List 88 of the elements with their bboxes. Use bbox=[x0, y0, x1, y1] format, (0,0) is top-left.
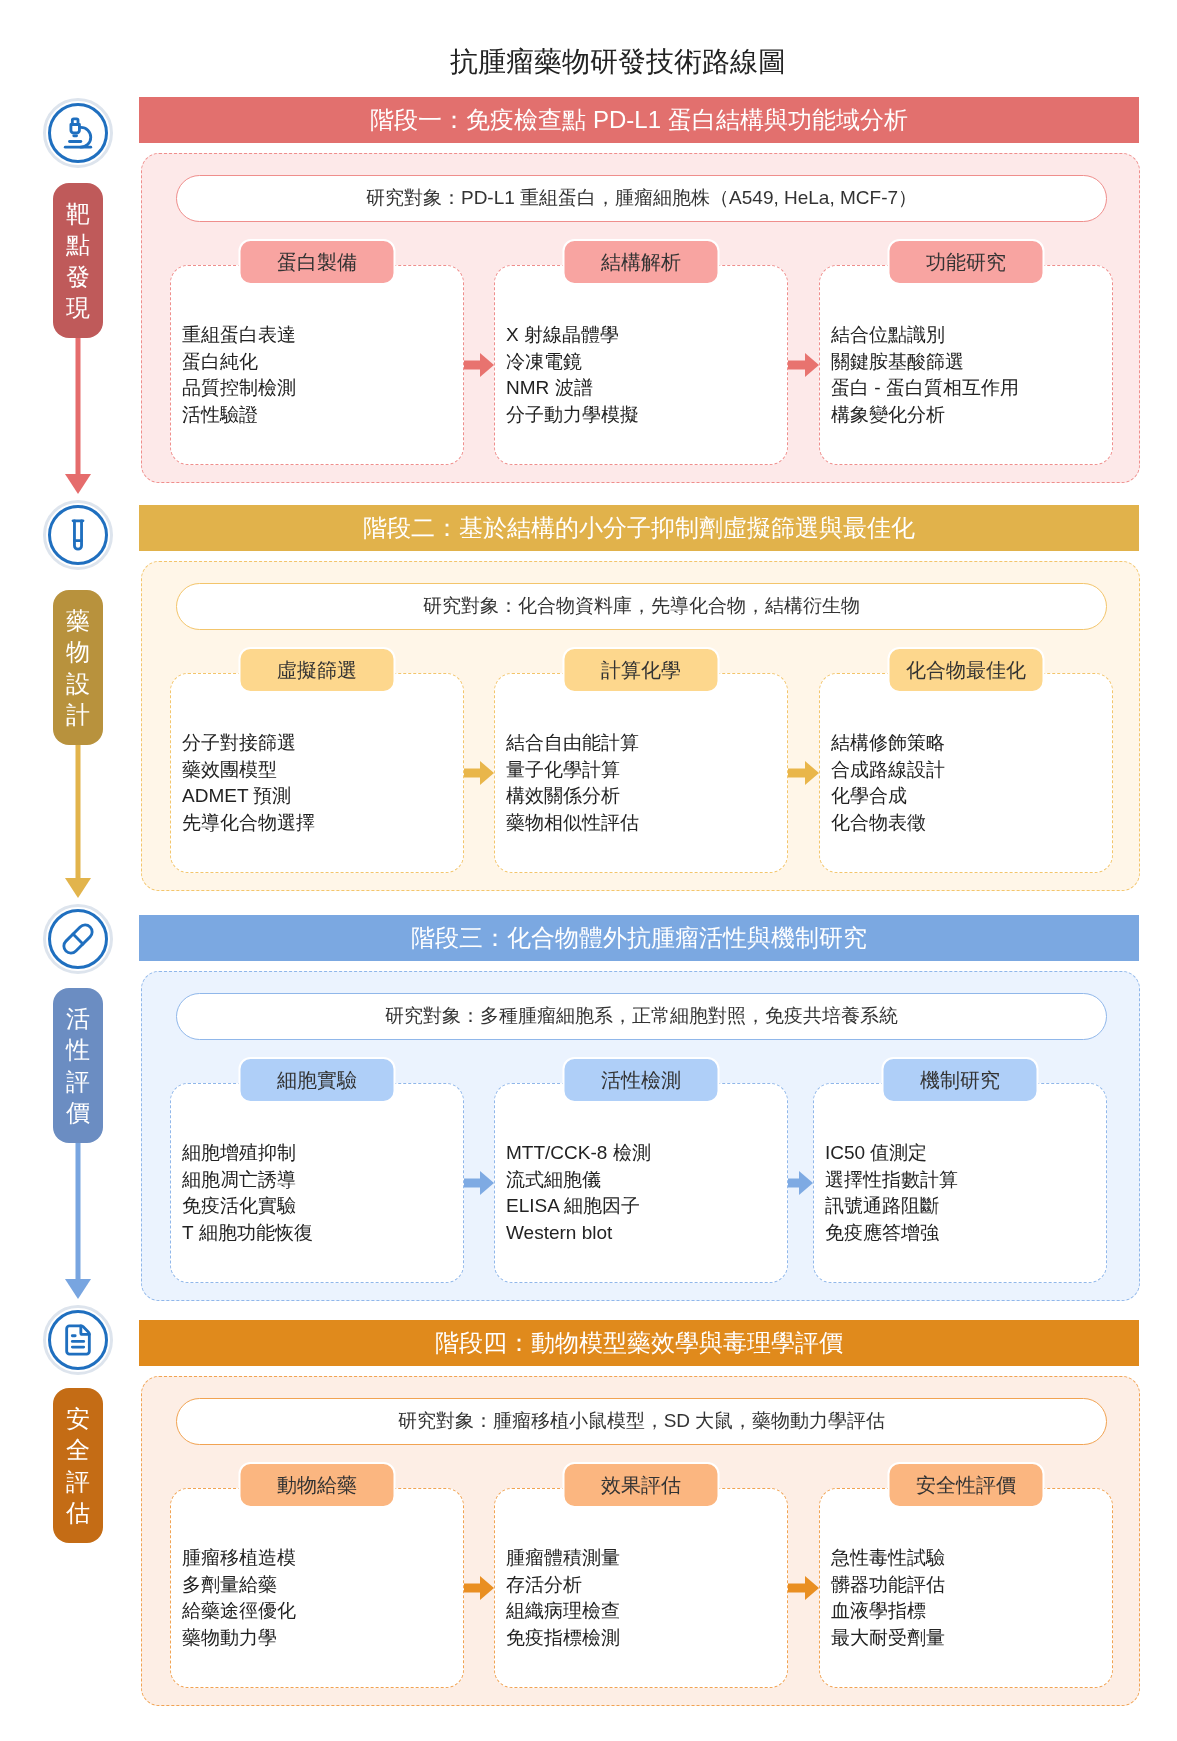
step-item: 構效關係分析 bbox=[506, 784, 620, 808]
step-item: ADMET 預測 bbox=[182, 784, 292, 808]
step-item: 品質控制檢測 bbox=[182, 376, 296, 400]
stage-header: 階段一：免疫檢查點 PD-L1 蛋白結構與功能域分析 bbox=[139, 97, 1139, 143]
step-item: 最大耐受劑量 bbox=[831, 1625, 945, 1650]
step-item: 腫瘤移植造模 bbox=[182, 1546, 296, 1570]
step-item: 流式細胞儀 bbox=[506, 1167, 601, 1192]
step-item: 蛋白純化 bbox=[182, 349, 258, 374]
arrow bbox=[788, 1576, 819, 1600]
step-item: ELISA 細胞因子 bbox=[506, 1194, 641, 1218]
step-item: T 細胞功能恢復 bbox=[182, 1220, 313, 1245]
step-item: 結合自由能計算 bbox=[506, 731, 639, 755]
step-item: 合成路線設計 bbox=[831, 757, 945, 782]
step-item: 細胞增殖抑制 bbox=[182, 1141, 296, 1165]
step-item: 構象變化分析 bbox=[831, 402, 945, 427]
step-item: 藥物相似性評估 bbox=[506, 810, 639, 835]
step-item: 量子化學計算 bbox=[506, 757, 620, 782]
step-item: 髒器功能評估 bbox=[831, 1572, 945, 1597]
step-tab: 細胞實驗 bbox=[238, 1057, 396, 1103]
step-item: 免疫應答增強 bbox=[825, 1220, 939, 1245]
arrow bbox=[65, 745, 91, 898]
arrow bbox=[65, 338, 91, 494]
arrow bbox=[464, 761, 494, 785]
research-object-bar: 研究對象：腫瘤移植小鼠模型，SD 大鼠，藥物動力學評估 bbox=[176, 1398, 1107, 1445]
step-tab: 計算化學 bbox=[562, 647, 720, 693]
step-tab: 結構解析 bbox=[562, 239, 720, 285]
stage-panel bbox=[141, 971, 1140, 1301]
step-item: 先導化合物選擇 bbox=[182, 810, 315, 835]
stage-panel bbox=[141, 1376, 1140, 1706]
research-object-bar: 研究對象：化合物資料庫，先導化合物，結構衍生物 bbox=[176, 583, 1107, 630]
stage-label: 活性評價 bbox=[53, 988, 103, 1143]
step-item: X 射線晶體學 bbox=[506, 323, 619, 347]
step-item: 給藥途徑優化 bbox=[182, 1599, 296, 1623]
step-item: 藥效團模型 bbox=[182, 757, 277, 782]
step-item: 血液學指標 bbox=[831, 1599, 926, 1623]
stage-panel bbox=[141, 561, 1140, 891]
stage-header: 階段二：基於結構的小分子抑制劑虛擬篩選與最佳化 bbox=[139, 505, 1139, 551]
stage-label: 靶點發現 bbox=[53, 183, 103, 338]
stage-header: 階段四：動物模型藥效學與毒理學評價 bbox=[139, 1320, 1139, 1366]
step-item: 細胞凋亡誘導 bbox=[182, 1167, 296, 1192]
step-item: 腫瘤體積測量 bbox=[506, 1546, 620, 1570]
arrow bbox=[788, 761, 819, 785]
step-tab: 蛋白製備 bbox=[238, 239, 396, 285]
step-tab: 機制研究 bbox=[881, 1057, 1039, 1103]
step-item: IC50 值測定 bbox=[825, 1141, 928, 1165]
step-item: 結合位點識別 bbox=[831, 323, 945, 347]
step-item: 免疫指標檢測 bbox=[506, 1625, 620, 1650]
step-item: 蛋白 - 蛋白質相互作用 bbox=[831, 376, 1019, 400]
step-item: 藥物動力學 bbox=[182, 1625, 277, 1650]
step-item: 分子對接篩選 bbox=[182, 731, 296, 755]
stage-header: 階段三：化合物體外抗腫瘤活性與機制研究 bbox=[139, 915, 1139, 961]
step-tab: 效果評估 bbox=[562, 1462, 720, 1508]
step-tab: 安全性評價 bbox=[887, 1462, 1045, 1508]
stage-panel bbox=[141, 153, 1140, 483]
step-tab: 功能研究 bbox=[887, 239, 1045, 285]
arrow bbox=[788, 1171, 813, 1195]
step-item: MTT/CCK-8 檢測 bbox=[506, 1141, 651, 1165]
step-item: 重組蛋白表達 bbox=[182, 323, 296, 347]
step-item: 訊號通路阻斷 bbox=[825, 1194, 939, 1218]
step-item: 化學合成 bbox=[831, 784, 907, 808]
step-item: NMR 波譜 bbox=[506, 376, 593, 400]
step-item: 組織病理檢查 bbox=[506, 1599, 620, 1623]
stage-label: 安全評估 bbox=[53, 1388, 103, 1543]
research-object-bar: 研究對象：多種腫瘤細胞系，正常細胞對照，免疫共培養系統 bbox=[176, 993, 1107, 1040]
step-item: 免疫活化實驗 bbox=[182, 1194, 296, 1218]
step-item: 化合物表徵 bbox=[831, 810, 926, 835]
step-item: Western blot bbox=[506, 1220, 613, 1245]
step-item: 冷凍電鏡 bbox=[506, 349, 582, 374]
arrow bbox=[65, 1143, 91, 1299]
step-item: 急性毒性試驗 bbox=[831, 1546, 945, 1570]
step-item: 活性驗證 bbox=[182, 402, 258, 427]
stage-label: 藥物設計 bbox=[53, 590, 103, 745]
step-tab: 動物給藥 bbox=[238, 1462, 396, 1508]
step-item: 選擇性指數計算 bbox=[825, 1167, 958, 1192]
research-object-bar: 研究對象：PD-L1 重組蛋白，腫瘤細胞株（A549, HeLa, MCF-7） bbox=[176, 175, 1107, 222]
step-item: 結構修飾策略 bbox=[831, 731, 945, 755]
step-item: 關鍵胺基酸篩選 bbox=[831, 349, 964, 374]
step-tab: 虛擬篩選 bbox=[238, 647, 396, 693]
arrow bbox=[464, 1576, 494, 1600]
diagram-title: 抗腫瘤藥物研發技術路線圖 bbox=[450, 45, 786, 79]
step-tab: 活性檢測 bbox=[562, 1057, 720, 1103]
arrow bbox=[464, 1171, 494, 1195]
step-tab: 化合物最佳化 bbox=[887, 647, 1045, 693]
arrow bbox=[464, 353, 494, 377]
step-item: 存活分析 bbox=[506, 1572, 582, 1597]
arrow bbox=[788, 353, 819, 377]
step-item: 分子動力學模擬 bbox=[506, 402, 639, 427]
step-item: 多劑量給藥 bbox=[182, 1572, 277, 1597]
